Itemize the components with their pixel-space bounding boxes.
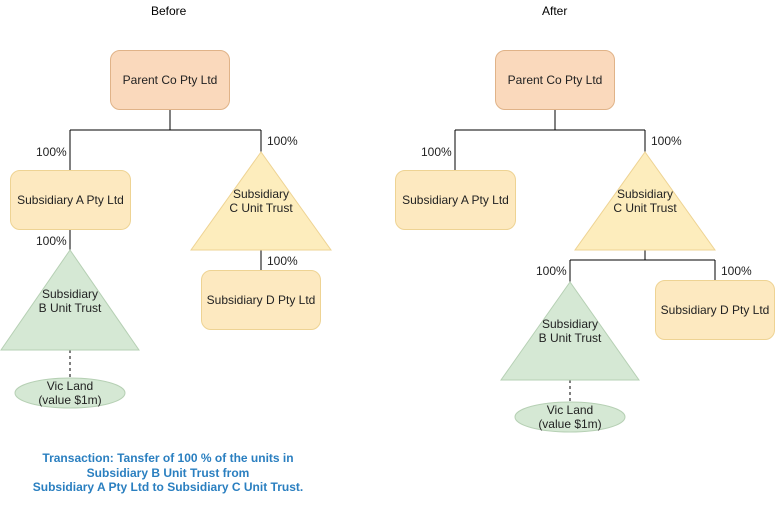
before-subsidiary-b-label: Subsidiary B Unit Trust [15, 287, 125, 315]
transaction-note: Transaction: Tansfer of 100 % of the uni… [10, 451, 326, 495]
before-vic-land-ellipse [14, 377, 126, 409]
after-vic-land-label: Vic Land (value $1m) [515, 403, 625, 431]
after-sub-c-line2: C Unit Trust [613, 201, 677, 215]
after-subsidiary-a: Subsidiary A Pty Ltd [395, 170, 516, 230]
before-sub-b-line2: B Unit Trust [38, 301, 102, 315]
before-parent-co: Parent Co Pty Ltd [110, 50, 230, 110]
after-title: After [542, 4, 568, 18]
before-subsidiary-d: Subsidiary D Pty Ltd [201, 270, 321, 330]
before-sub-c-line1: Subsidiary [232, 187, 290, 201]
after-pct-c: 100% [651, 134, 682, 148]
before-sub-b-triangle [0, 249, 140, 351]
before-title: Before [151, 4, 187, 18]
before-vic-land-label: Vic Land (value $1m) [15, 379, 125, 407]
after-subsidiary-b-label: Subsidiary B Unit Trust [515, 317, 625, 345]
before-sub-c-line2: C Unit Trust [229, 201, 293, 215]
before-pct-d: 100% [267, 254, 298, 268]
before-sub-b-line1: Subsidiary [41, 287, 99, 301]
after-sub-c-triangle [574, 151, 716, 251]
before-subsidiary-a: Subsidiary A Pty Ltd [10, 170, 131, 230]
after-subsidiary-c-label: Subsidiary C Unit Trust [590, 187, 700, 215]
transaction-note-line3: Subsidiary A Pty Ltd to Subsidiary C Uni… [32, 480, 304, 494]
after-land-line1: Vic Land [546, 403, 594, 417]
before-connectors [69, 110, 262, 378]
before-pct-c: 100% [267, 134, 298, 148]
after-pct-a: 100% [421, 145, 452, 159]
before-sub-c-triangle [190, 151, 332, 251]
after-sub-b-triangle [500, 281, 640, 381]
after-sub-b-line2: B Unit Trust [538, 331, 602, 345]
before-pct-a: 100% [36, 145, 67, 159]
transaction-note-line2: Subsidiary B Unit Trust from [86, 465, 250, 480]
before-land-line1: Vic Land [46, 379, 94, 393]
after-connectors [454, 110, 716, 402]
transaction-note-line1: Transaction: Tansfer of 100 % of the uni… [42, 451, 294, 465]
before-subsidiary-c-label: Subsidiary C Unit Trust [206, 187, 316, 215]
before-pct-b: 100% [36, 234, 67, 248]
after-land-line2: (value $1m) [538, 417, 602, 431]
after-vic-land-ellipse [514, 401, 626, 433]
after-sub-b-line1: Subsidiary [541, 317, 599, 331]
after-subsidiary-d: Subsidiary D Pty Ltd [655, 280, 775, 340]
after-parent-co: Parent Co Pty Ltd [495, 50, 615, 110]
after-pct-b: 100% [536, 264, 567, 278]
after-sub-c-line1: Subsidiary [616, 187, 674, 201]
before-land-line2: (value $1m) [38, 393, 102, 407]
after-pct-d: 100% [721, 264, 752, 278]
